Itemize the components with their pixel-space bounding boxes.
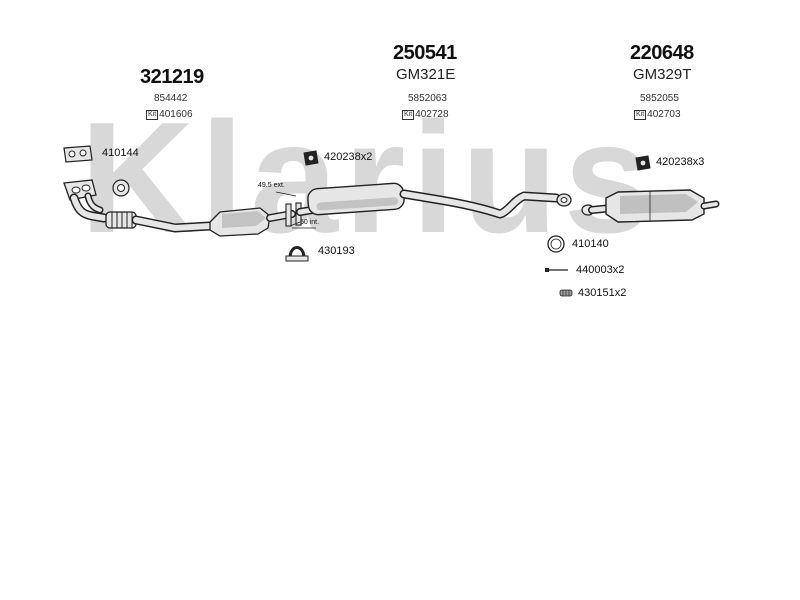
kit-number-value: 402703 [647, 109, 681, 120]
fitting-label: 440003x2 [576, 264, 625, 276]
fitting-label: 410144 [102, 147, 139, 159]
ring-gasket-icon-2 [547, 235, 565, 253]
kit-number-value: 401606 [159, 109, 193, 120]
fitting-label: 430151x2 [578, 287, 627, 299]
dimension-label: 50 int. [300, 219, 320, 226]
fitting-label: 430193 [318, 245, 355, 257]
kit-badge-icon: Kit [146, 110, 159, 120]
brand-watermark: Klarius [80, 90, 658, 266]
dimension-label: 49.5 ext. [258, 182, 285, 189]
front-pipe-part[interactable] [63, 179, 302, 237]
kit-badge-icon: Kit [402, 110, 415, 120]
ref-number: 5852055 [640, 93, 679, 104]
part-number-321219: 321219 [140, 66, 204, 88]
ref-number: 5852063 [408, 93, 447, 104]
rubber-mount-icon-2 [635, 155, 651, 171]
dimension-markers [275, 191, 316, 229]
part-number-220648: 220648 [630, 42, 694, 64]
fitting-label: 410140 [572, 238, 609, 250]
model-code: GM321E [396, 66, 456, 83]
kit-badge-icon: Kit [634, 110, 647, 120]
model-code: GM329T [633, 66, 692, 83]
spring-icon [559, 289, 573, 297]
bolt-icon [545, 268, 568, 272]
part-number-250541: 250541 [393, 42, 457, 64]
fitting-label: 420238x2 [324, 151, 373, 163]
rubber-mount-icon [303, 150, 319, 166]
ref-number: 854442 [154, 93, 188, 104]
ring-gasket-icon [112, 179, 130, 197]
rear-silencer-part[interactable] [581, 189, 720, 223]
gasket-icon [63, 145, 93, 163]
kit-number-value: 402728 [415, 109, 449, 120]
centre-silencer-part[interactable] [296, 182, 572, 219]
clamp-icon [285, 246, 309, 262]
fitting-label: 420238x3 [656, 156, 705, 168]
